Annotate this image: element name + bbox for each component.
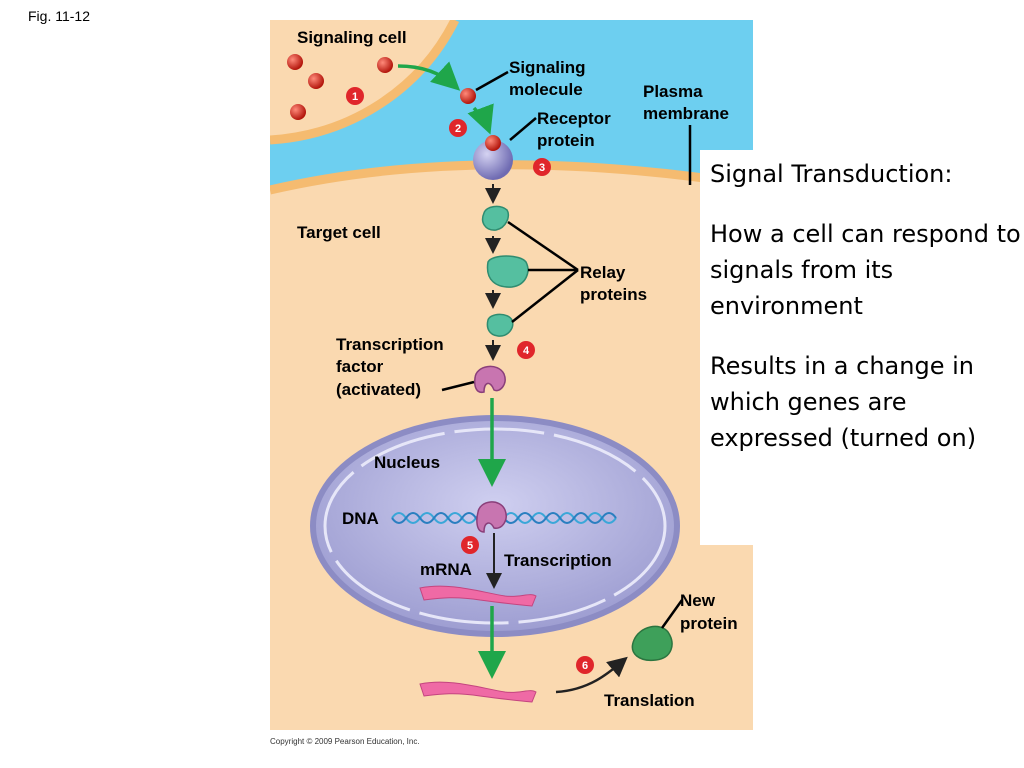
svg-text:2: 2 <box>455 123 461 135</box>
label-transcription-factor-line3: (activated) <box>336 380 421 399</box>
label-receptor-line1: Receptor <box>537 109 611 128</box>
label-translation: Translation <box>604 691 695 710</box>
signaling-molecule <box>460 88 476 104</box>
signaling-molecule-pointer <box>475 70 509 92</box>
binding-arrow <box>467 103 494 135</box>
step-marker-6: 6 <box>576 656 594 674</box>
mrna-in-nucleus <box>419 585 537 607</box>
label-mrna: mRNA <box>420 560 472 579</box>
label-plasma-membrane-line1: Plasma <box>643 82 703 101</box>
transcription-factor-on-dna <box>476 501 507 533</box>
translation-arrow <box>555 656 628 694</box>
svg-text:3: 3 <box>539 162 545 174</box>
figure-label: Fig. 11-12 <box>28 8 90 24</box>
svg-text:4: 4 <box>523 345 530 357</box>
svg-text:5: 5 <box>467 540 473 552</box>
release-arrow <box>397 61 461 91</box>
label-signaling-cell: Signaling cell <box>297 28 407 47</box>
copyright-notice: Copyright © 2009 Pearson Education, Inc. <box>270 737 420 746</box>
mrna-in-cytoplasm <box>419 681 537 703</box>
relay-protein-3 <box>486 313 514 337</box>
svg-text:6: 6 <box>582 660 588 672</box>
new-protein <box>631 625 673 662</box>
label-relay-proteins-line2: proteins <box>580 285 647 304</box>
signaling-cell-membrane <box>270 20 460 145</box>
notes-heading: Signal Transduction: <box>710 160 953 188</box>
svg-text:1: 1 <box>352 91 358 103</box>
label-target-cell: Target cell <box>297 223 381 242</box>
transcription-factor <box>474 365 506 394</box>
notes-textbox: Signal Transduction: How a cell can resp… <box>700 150 1022 545</box>
step-marker-2: 2 <box>449 119 467 137</box>
label-signaling-molecule-line1: Signaling <box>509 58 586 77</box>
signaling-molecules-cluster <box>287 54 393 120</box>
relay-protein-2 <box>486 255 529 288</box>
transcription-factor-pointer <box>441 380 475 392</box>
label-nucleus: Nucleus <box>374 453 440 472</box>
step-marker-4: 4 <box>517 341 535 359</box>
notes-paragraph-2: Results in a change in which genes are e… <box>710 352 977 452</box>
label-transcription-factor-line2: factor <box>336 357 384 376</box>
receptor-protein <box>473 140 513 180</box>
notes-paragraph-1: How a cell can respond to signals from i… <box>710 220 1021 320</box>
label-transcription-factor-line1: Transcription <box>336 335 444 354</box>
step-marker-5: 5 <box>461 536 479 554</box>
step-marker-3: 3 <box>533 158 551 176</box>
relay-protein-1 <box>481 205 510 231</box>
step-marker-1: 1 <box>346 87 364 105</box>
label-transcription: Transcription <box>504 551 612 570</box>
receptor-pointer <box>509 117 537 141</box>
nucleus-inner-envelope <box>323 427 667 625</box>
label-new-protein-line1: New <box>680 591 716 610</box>
label-relay-proteins-line1: Relay <box>580 263 626 282</box>
new-protein-pointer <box>660 599 684 629</box>
extracellular-space <box>270 20 753 190</box>
label-dna: DNA <box>342 509 379 528</box>
label-receptor-line2: protein <box>537 131 595 150</box>
bound-signal-molecule <box>485 135 501 151</box>
label-new-protein-line2: protein <box>680 614 738 633</box>
label-signaling-molecule-line2: molecule <box>509 80 583 99</box>
label-plasma-membrane-line2: membrane <box>643 104 729 123</box>
relay-pointers <box>507 220 579 323</box>
